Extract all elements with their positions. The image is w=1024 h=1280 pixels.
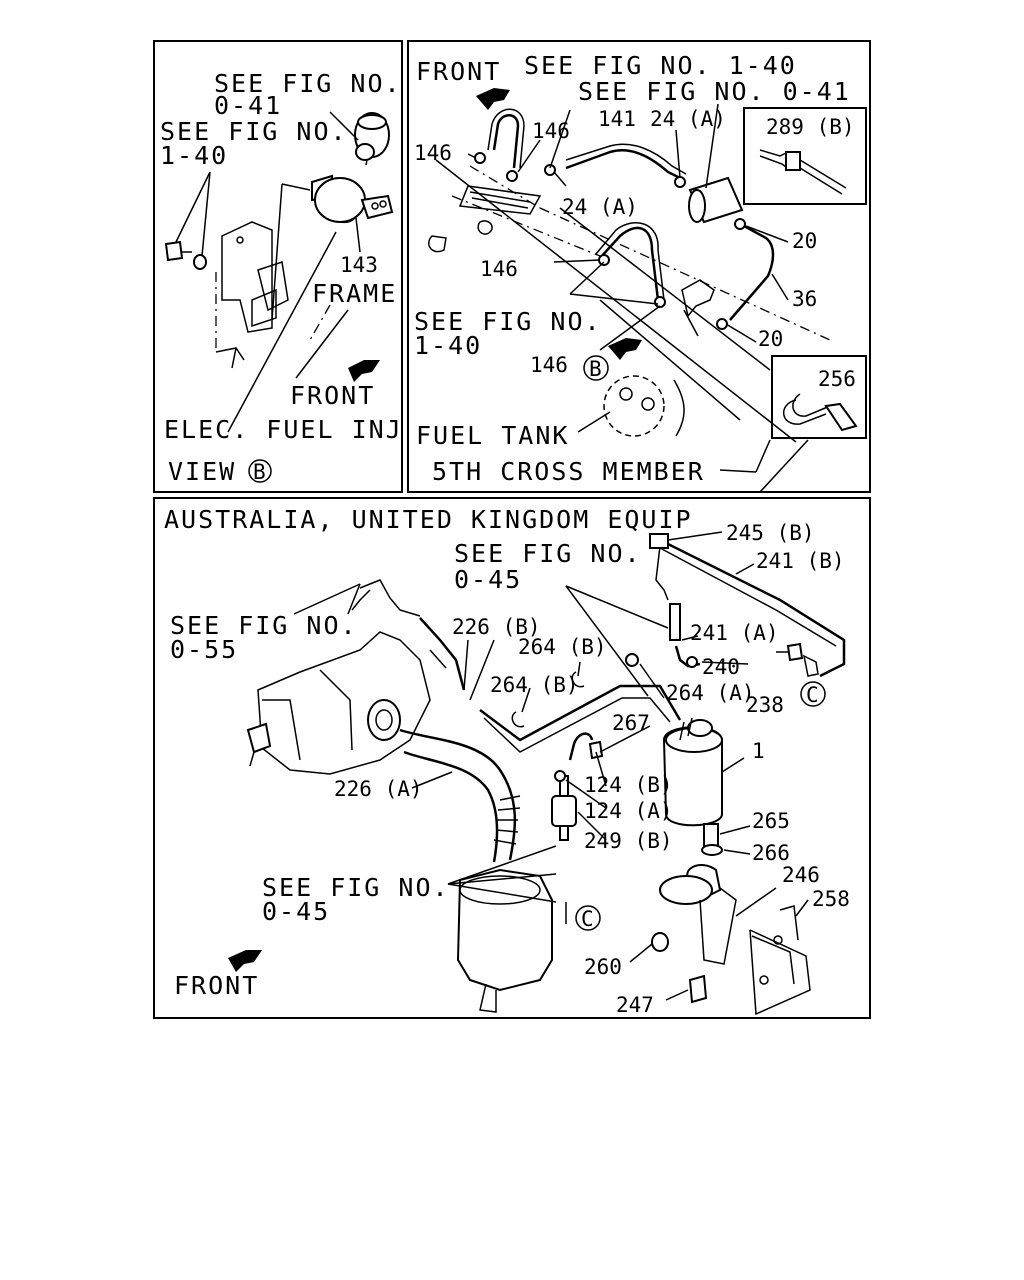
- part-1: 1: [752, 739, 765, 763]
- see-fig-1-40-top: SEE FIG NO. 1-40: [524, 51, 797, 80]
- fuel-tank-labels: FRONT SEE FIG NO. 1-40 SEE FIG NO. 0-41 …: [414, 51, 856, 486]
- front-label: FRONT: [174, 971, 259, 1000]
- circle-b: [583, 355, 609, 381]
- equip-title: AUSTRALIA, UNITED KINGDOM EQUIP: [164, 505, 693, 534]
- fuel-tank-drawing: [428, 88, 867, 493]
- view-b-drawing: [164, 111, 394, 433]
- front-label: FRONT: [290, 381, 375, 410]
- see-fig-1-40-line1: SEE FIG NO.: [160, 117, 348, 146]
- see-fig-0-41: SEE FIG NO. 0-41: [578, 77, 851, 106]
- see-fig-0-41-line2: 0-41: [214, 91, 282, 120]
- part-24a-mid: 24 (A): [562, 195, 638, 219]
- part-146-d: 146: [530, 353, 568, 377]
- part-24a-top: 24 (A): [650, 107, 726, 131]
- frame-label: FRAME: [312, 279, 397, 308]
- part-265: 265: [752, 809, 790, 833]
- part-20-bot: 20: [758, 327, 783, 351]
- view-label: VIEW: [168, 457, 236, 486]
- circle-c-top-letter: C: [806, 683, 819, 707]
- front-arrow-icon: [348, 360, 380, 382]
- circle-c-top: [800, 681, 826, 707]
- see-fig-0-45-top-line2: 0-45: [454, 565, 522, 594]
- part-146-a: 146: [414, 141, 452, 165]
- see-fig-0-45-top-line1: SEE FIG NO.: [454, 539, 642, 568]
- part-141: 141: [598, 107, 636, 131]
- see-fig-0-45-bot-line1: SEE FIG NO.: [262, 873, 450, 902]
- see-fig-0-55-line2: 0-55: [170, 635, 238, 664]
- view-b-panel: [153, 40, 403, 493]
- front-arrow-icon: [476, 88, 510, 110]
- part-249b: 249 (B): [584, 829, 673, 853]
- part-146-b: 146: [532, 119, 570, 143]
- circle-b-letter: B: [589, 357, 602, 381]
- part-289b: 289 (B): [766, 115, 855, 139]
- part-260: 260: [584, 955, 622, 979]
- part-247: 247: [616, 993, 654, 1017]
- part-256-box: [771, 355, 867, 439]
- part-245b: 245 (B): [726, 521, 815, 545]
- part-264b-a: 264 (B): [518, 635, 607, 659]
- part-256: 256: [818, 367, 856, 391]
- front-arrow-icon: [608, 338, 642, 360]
- part-264a: 264 (A): [666, 681, 755, 705]
- part-289b-box: [743, 107, 867, 205]
- equip-labels: AUSTRALIA, UNITED KINGDOM EQUIP 245 (B) …: [164, 505, 850, 1017]
- part-124a: 124 (A): [584, 799, 673, 823]
- part-226a: 226 (A): [334, 777, 423, 801]
- part-241b: 241 (B): [756, 549, 845, 573]
- see-fig-1-40-left-line2: 1-40: [414, 331, 482, 360]
- part-124b: 124 (B): [584, 773, 673, 797]
- view-b-circle-letter: B: [253, 460, 266, 484]
- part-246: 246: [782, 863, 820, 887]
- part-240: 240: [702, 655, 740, 679]
- part-146-c: 146: [480, 257, 518, 281]
- part-267: 267: [612, 711, 650, 735]
- view-b-labels: SEE FIG NO. 0-41 SEE FIG NO. 1-40 143 FR…: [160, 69, 403, 486]
- circle-c-bottom-letter: C: [581, 907, 594, 931]
- see-fig-0-41-line1: SEE FIG NO.: [214, 69, 402, 98]
- see-fig-1-40-left-line1: SEE FIG NO.: [414, 307, 602, 336]
- cross-member-label: 5TH CROSS MEMBER: [432, 457, 705, 486]
- see-fig-1-40-line2: 1-40: [160, 141, 228, 170]
- fuel-tank-label: FUEL TANK: [416, 421, 569, 450]
- part-36: 36: [792, 287, 817, 311]
- part-258: 258: [812, 887, 850, 911]
- see-fig-0-45-bot-line2: 0-45: [262, 897, 330, 926]
- part-266: 266: [752, 841, 790, 865]
- see-fig-0-55-line1: SEE FIG NO.: [170, 611, 358, 640]
- elec-fuel-inj-label: ELEC. FUEL INJ: [164, 415, 403, 444]
- part-241a: 241 (A): [690, 621, 779, 645]
- part-264b-b: 264 (B): [490, 673, 579, 697]
- part-143-label: 143: [340, 253, 378, 277]
- part-238: 238: [746, 693, 784, 717]
- equip-drawing: [228, 531, 846, 1016]
- part-226b: 226 (B): [452, 615, 541, 639]
- part-20-top: 20: [792, 229, 817, 253]
- equip-panel: [153, 497, 871, 1019]
- circle-c-bottom: [575, 905, 601, 931]
- front-arrow-icon: [228, 950, 262, 972]
- front-label: FRONT: [416, 57, 501, 86]
- fuel-tank-panel: [407, 40, 871, 493]
- view-b-circle: [248, 459, 272, 483]
